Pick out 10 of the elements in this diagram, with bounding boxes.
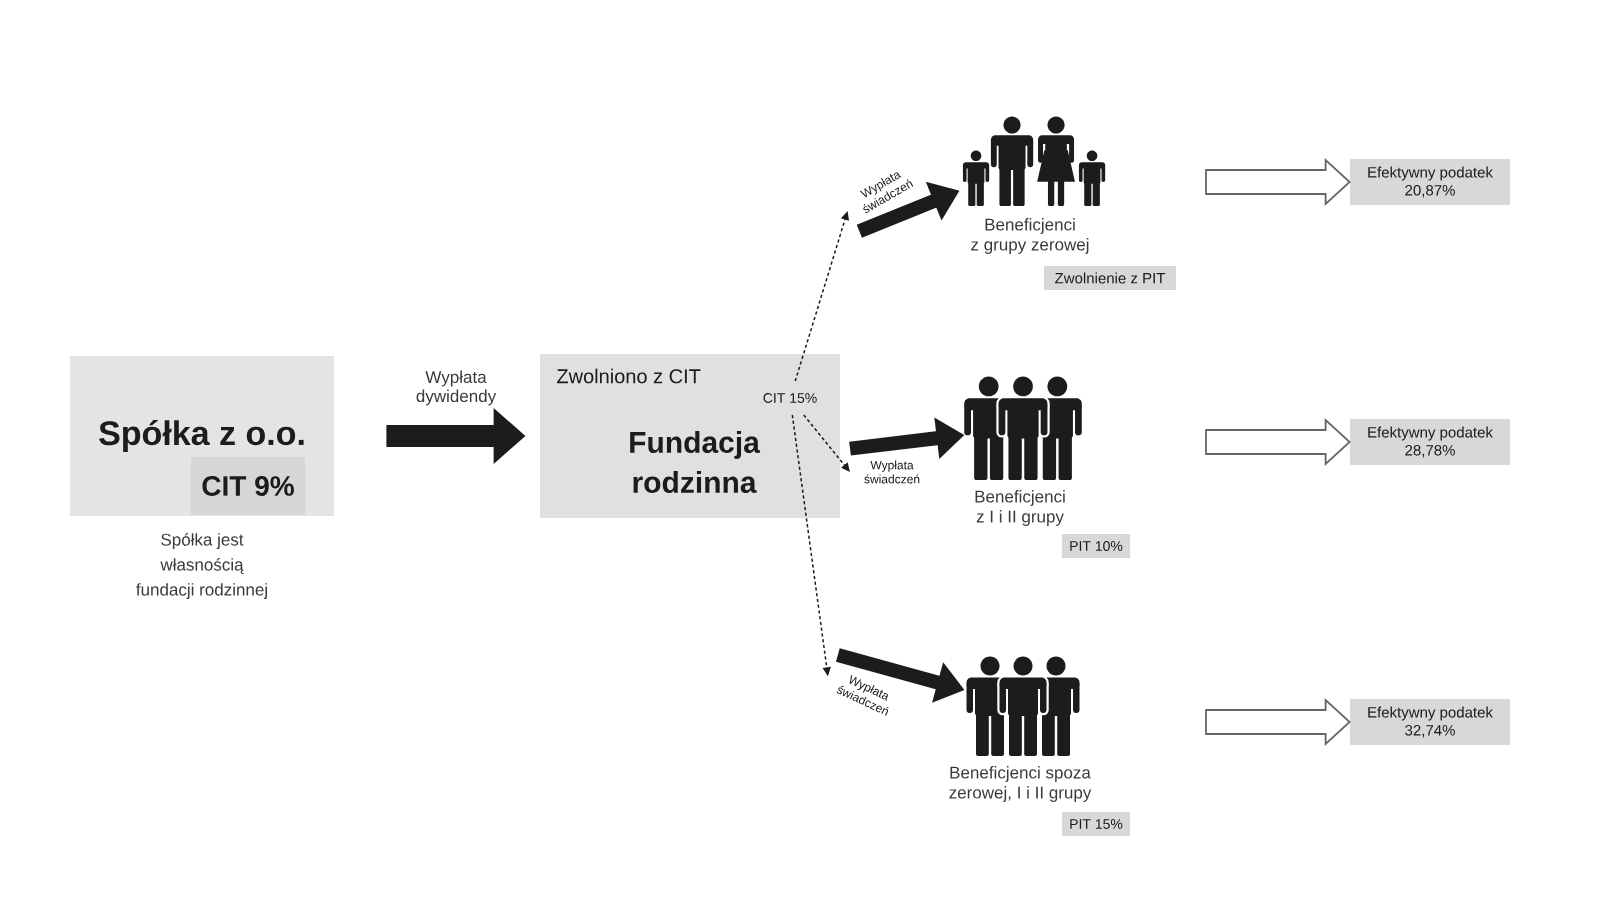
- hollow-arrow: [1205, 697, 1351, 747]
- hollow-arrow: [1205, 417, 1351, 467]
- dotted-arrow: [803, 414, 850, 472]
- node-label: Beneficjenci z I i II grupy: [975, 490, 1065, 526]
- tax-rate-box: CIT 9%: [191, 457, 305, 515]
- node-label: Spółka jest własnością fundacji rodzinnej: [136, 532, 267, 599]
- edge-label: Wypłata dywidendy: [416, 370, 497, 406]
- node-label: Beneficjenci z grupy zerowej: [971, 218, 1089, 254]
- node-label: Beneficjenci spoza zerowej, I i II grupy: [949, 766, 1092, 802]
- hollow-arrow: [1205, 157, 1351, 207]
